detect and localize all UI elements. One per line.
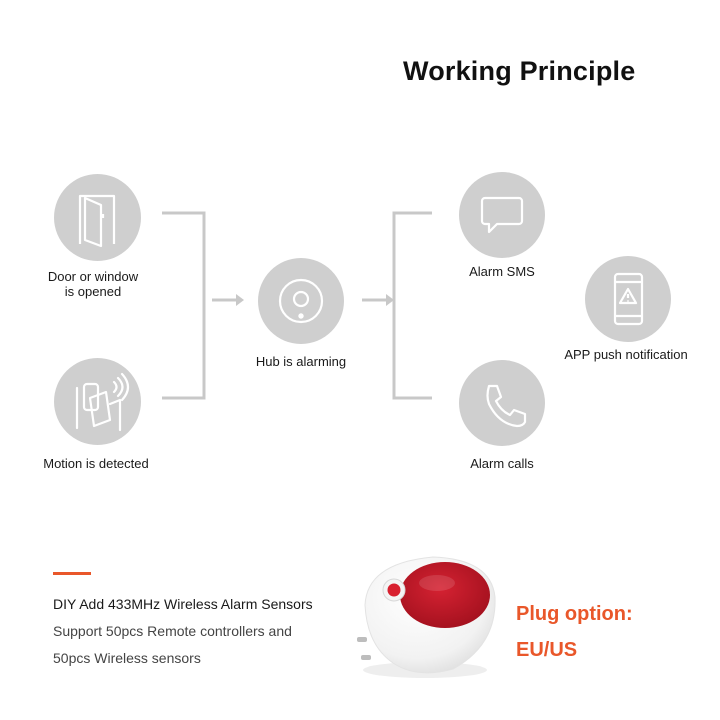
door-icon [78, 194, 116, 248]
input-bracket [162, 211, 206, 400]
calls-node [459, 360, 545, 446]
phone-icon [486, 384, 527, 428]
motion-sensor-icon [75, 372, 130, 432]
phone-warning-icon [613, 272, 644, 326]
hub-icon [278, 278, 324, 324]
hub-label: Hub is alarming [255, 354, 347, 369]
sms-node [459, 172, 545, 258]
plug-option-label: Plug option: [516, 603, 633, 625]
alarm-device-image [357, 556, 496, 678]
page-title: Working Principle [403, 56, 636, 86]
features-line-2: 50pcs Wireless sensors [53, 650, 201, 666]
calls-label: Alarm calls [470, 456, 534, 471]
accent-bar [53, 572, 91, 575]
hub-node [258, 258, 344, 344]
motion-node [54, 358, 141, 445]
door-label: Door or window is opened [47, 269, 139, 299]
app-node [585, 256, 671, 342]
motion-label: Motion is detected [43, 456, 149, 471]
plug-option-value: EU/US [516, 639, 578, 661]
sms-label: Alarm SMS [469, 264, 535, 279]
arrowhead-to-hub [236, 294, 244, 306]
output-bracket [392, 211, 432, 400]
door-node [54, 174, 141, 261]
app-label: APP push notification [564, 347, 688, 362]
arrowhead-to-outputs [386, 294, 394, 306]
features-title: DIY Add 433MHz Wireless Alarm Sensors [53, 596, 313, 612]
message-icon [480, 196, 524, 234]
features-line-1: Support 50pcs Remote controllers and [53, 623, 292, 639]
